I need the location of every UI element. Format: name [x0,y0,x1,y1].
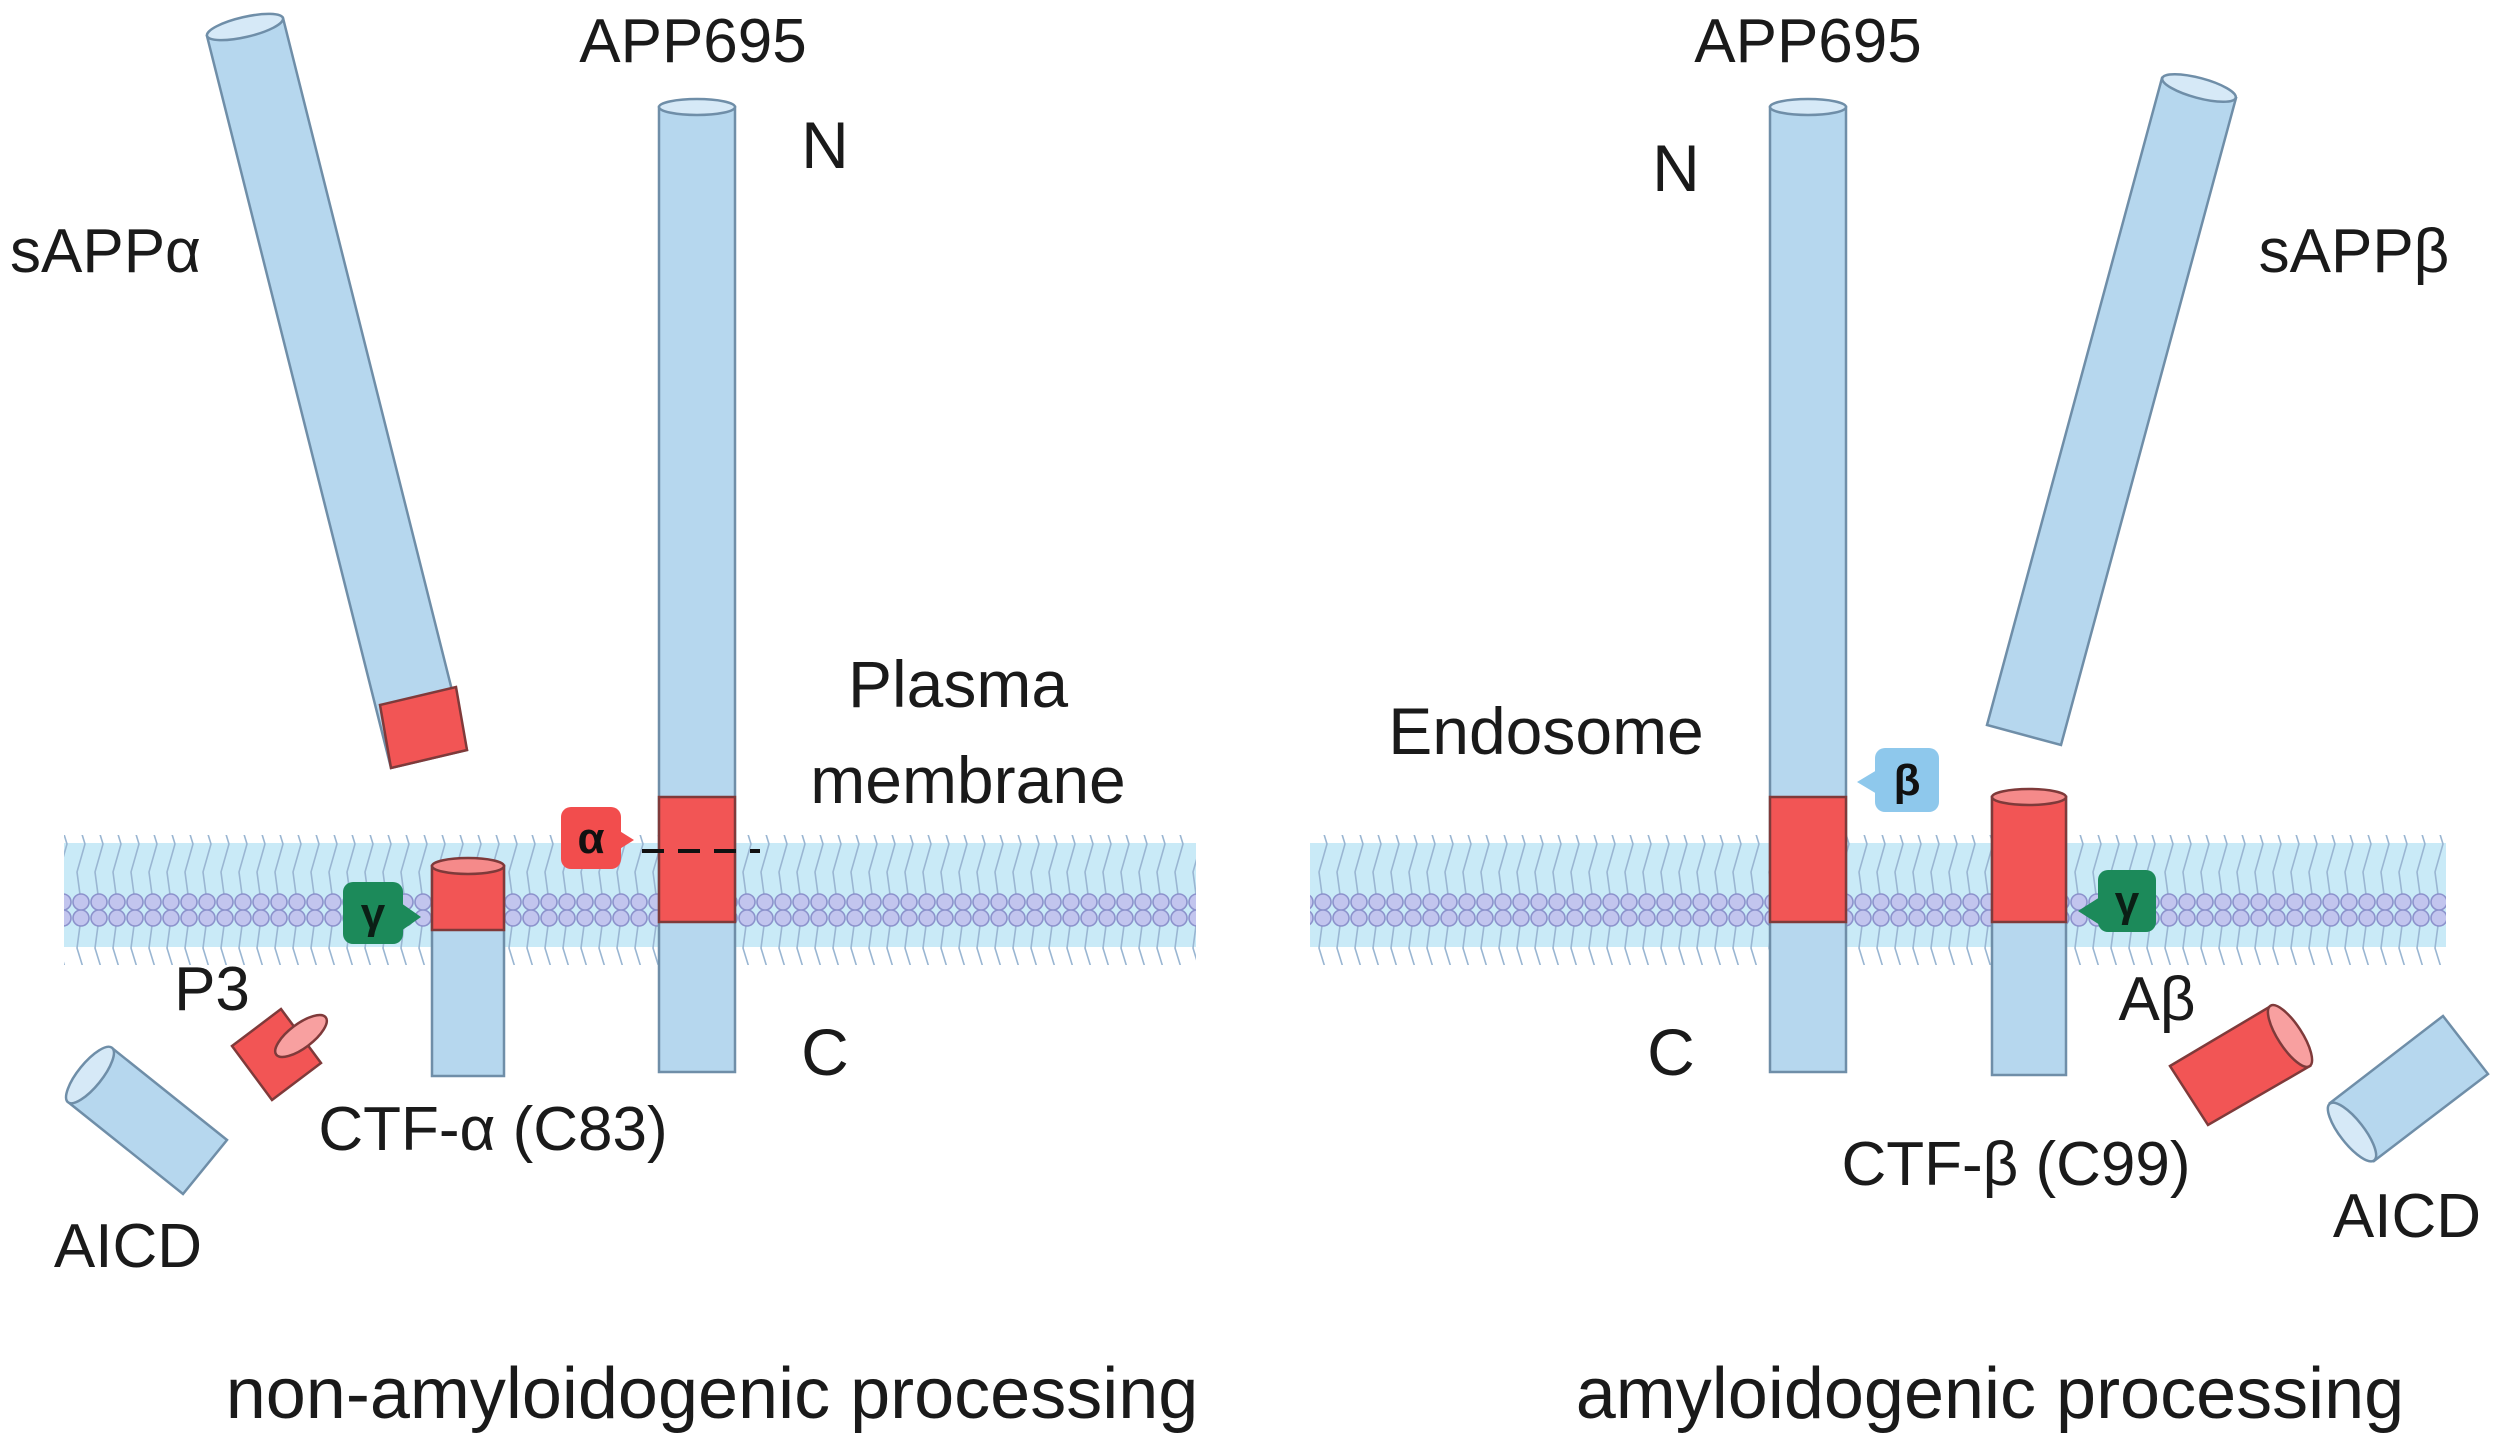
gamma-secretase-badge-left: γ [343,882,421,944]
p3-label: P3 [174,955,250,1024]
caption-non-amyloidogenic: non-amyloidogenic processing [226,1354,1199,1434]
n-terminus-label-left: N [801,108,849,182]
app695-label-right: APP695 [1694,7,1922,76]
sappb-fragment [1985,72,2238,747]
app695-full-length-right [1768,97,1848,1074]
app695-full-length-left [657,97,737,1074]
membrane-label: membrane [810,743,1125,817]
beta-badge-label: β [1894,756,1921,805]
sappa-label: sAPPα [10,217,201,286]
c-terminus-label-right: C [1647,1015,1695,1089]
right-panel: β γ APP695 N C sAPPβ Endosome Aβ CTF-β (… [1310,7,2490,1434]
sappa-fragment [205,12,469,770]
beta-secretase-badge: β [1857,748,1939,812]
alpha-badge-label: α [577,814,604,863]
gamma-secretase-badge-right: γ [2078,870,2156,932]
endosome-label: Endosome [1388,694,1704,768]
sappb-label: sAPPβ [2259,217,2450,286]
ctf-beta-fragment [1990,787,2068,1077]
ctf-beta-label: CTF-β (C99) [1841,1130,2190,1199]
app695-label-left: APP695 [579,7,807,76]
ctf-alpha-fragment [430,856,506,1078]
aicd-fragment-left [64,1045,229,1196]
gamma-badge-label-left: γ [361,889,386,938]
abeta-label: Aβ [2118,965,2195,1034]
p3-fragment [230,1007,329,1102]
left-panel: α γ APP695 N C sAPPα Plasma membrane P3 … [10,7,1198,1434]
n-terminus-label-right: N [1652,131,1700,205]
abeta-fragment [2168,1003,2314,1127]
plasma-label: Plasma [848,647,1068,721]
aicd-fragment-right [2326,1014,2490,1163]
aicd-label-right: AICD [2333,1182,2481,1251]
ctf-alpha-label: CTF-α (C83) [318,1095,667,1164]
caption-amyloidogenic: amyloidogenic processing [1576,1354,2404,1434]
alpha-secretase-badge: α [561,807,634,869]
gamma-badge-label-right: γ [2115,877,2140,926]
aicd-label-left: AICD [54,1212,202,1281]
c-terminus-label-left: C [801,1015,849,1089]
endosome-membrane-bilayer [1310,835,2446,965]
plasma-membrane-bilayer [64,835,1196,965]
